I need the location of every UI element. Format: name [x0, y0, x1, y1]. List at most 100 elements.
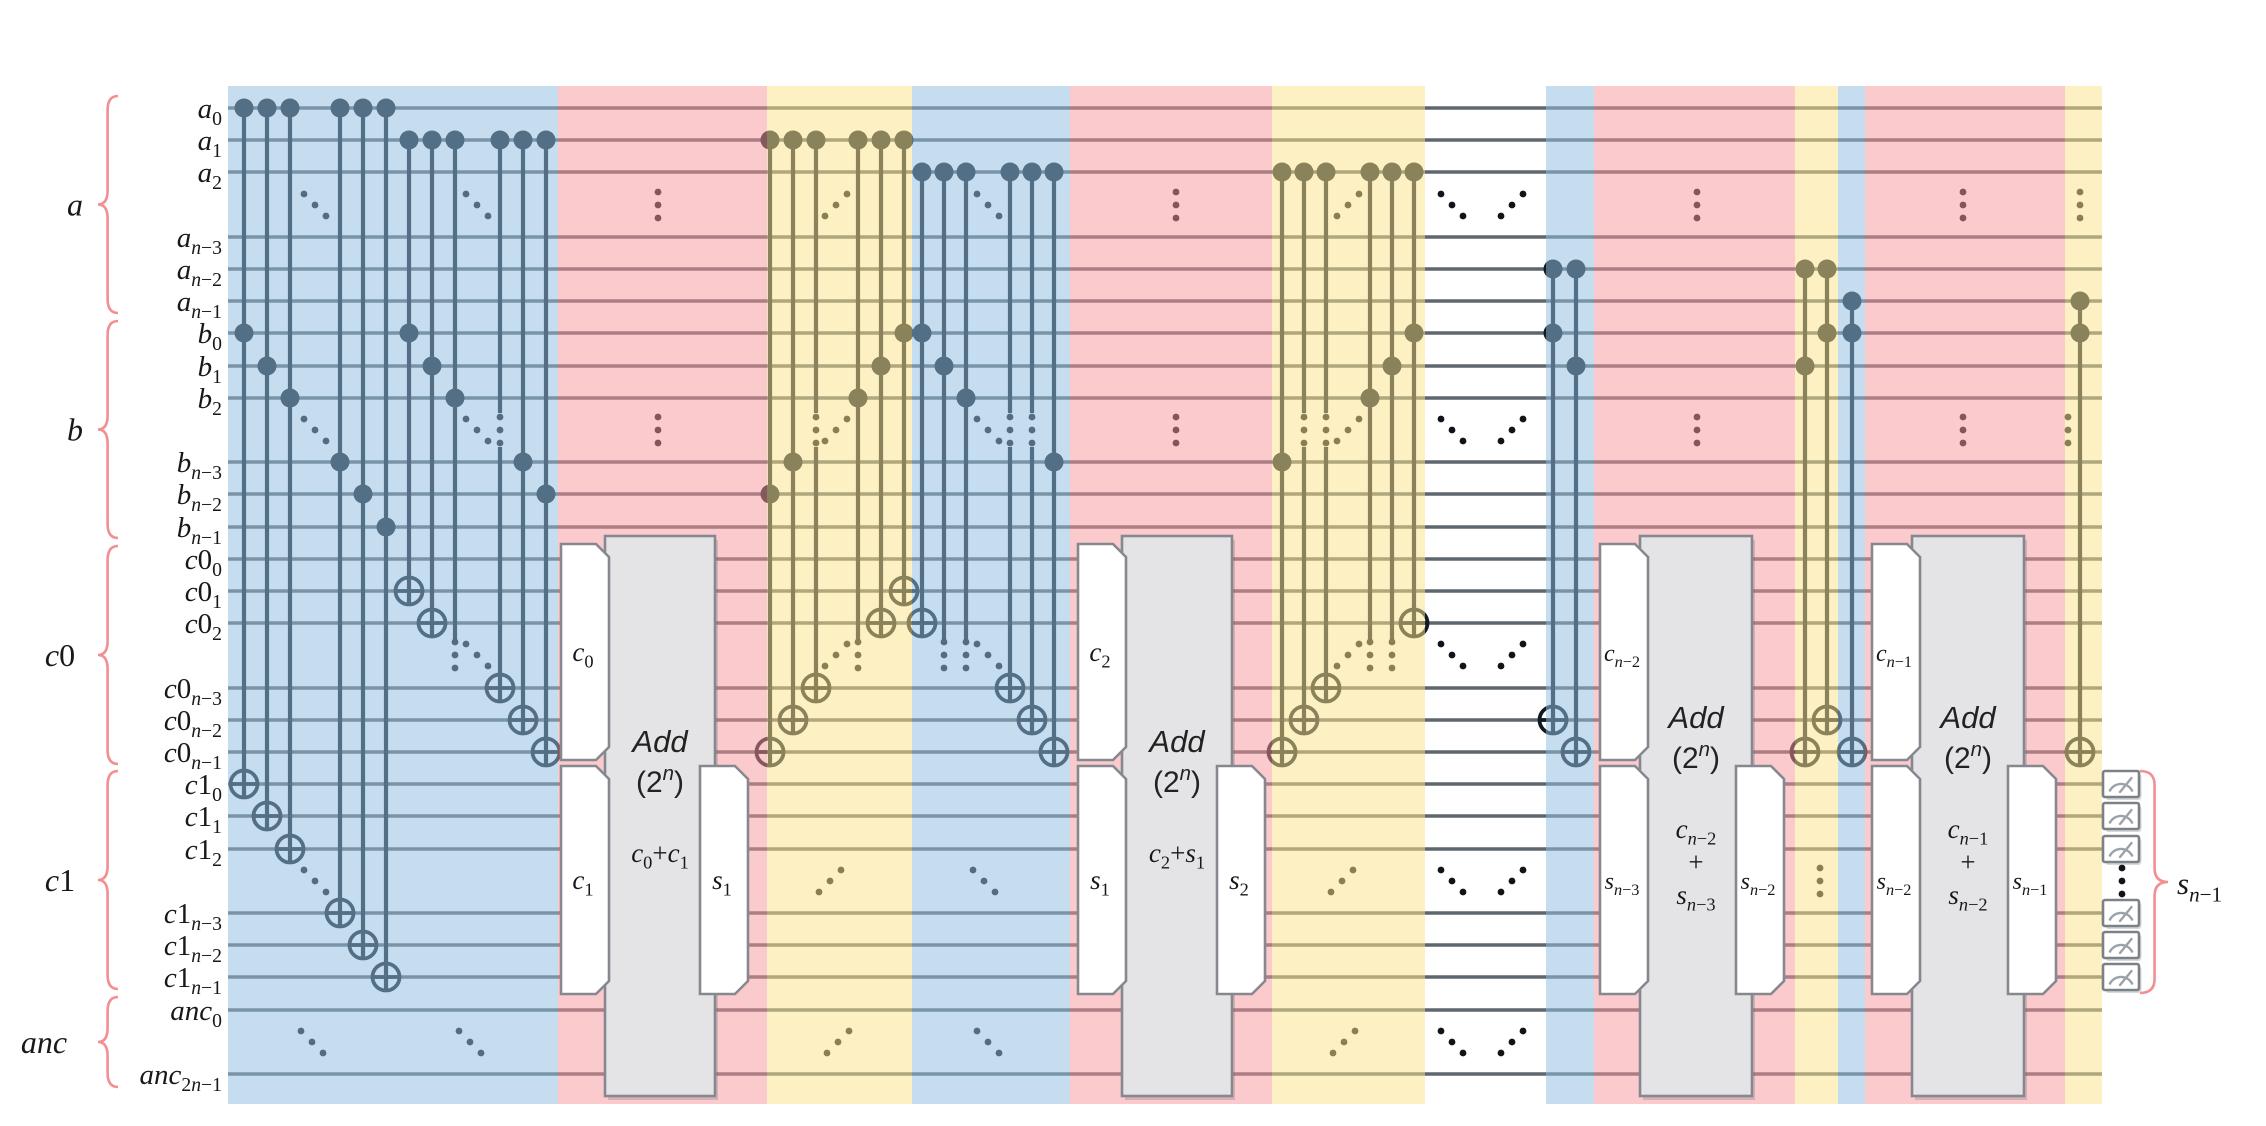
ellipsis-dots: [1448, 1038, 1456, 1046]
gate-arg: (2n): [1944, 739, 1992, 775]
register-label-c1: c1: [45, 862, 75, 898]
gate-sum-label: cn−1: [1948, 814, 1989, 849]
ellipsis-dots: [1459, 212, 1467, 220]
ellipsis-dots: [1437, 415, 1445, 423]
stage-band-blue-4: [912, 86, 1070, 1104]
gate-output-port-label: s2: [1229, 865, 1249, 900]
measure-needle: [2118, 841, 2133, 859]
gate-arg: (2n): [1672, 739, 1720, 775]
wire-label-bn3: bn−3: [177, 447, 222, 484]
gate-title: Add: [1666, 700, 1725, 735]
gate-title: Add: [1938, 700, 1997, 735]
wire-label-a2: a2: [198, 157, 222, 194]
gate-output-port-label: sn−2: [1741, 869, 1776, 899]
wire-label-c11: c11: [185, 801, 222, 838]
gate-input-port-top: [1870, 542, 1922, 762]
ellipsis-dots: [1497, 1049, 1505, 1057]
ellipsis-dots: [1448, 201, 1456, 209]
wire-label-b1: b1: [198, 351, 222, 388]
stage-band-blue-7: [1546, 86, 1594, 1104]
ellipsis-dots: [1459, 662, 1467, 670]
stage-band-yellow-3: [767, 86, 912, 1104]
ellipsis-dots: [1459, 888, 1467, 896]
stage-band-blue-10: [1838, 86, 1865, 1104]
register-label-b: b: [67, 412, 83, 448]
gate-output-port: [698, 764, 750, 996]
wire-label-an1: an−1: [177, 286, 222, 323]
output-label: sn−1: [2177, 866, 2222, 906]
measurement-icon: [2101, 962, 2142, 993]
measure-arc: [2108, 847, 2134, 858]
measure-needle: [2118, 969, 2133, 987]
wire-label-a0: a0: [198, 93, 223, 130]
wire-label-anc0: anc0: [170, 995, 222, 1032]
gate-title: Add: [630, 724, 689, 759]
wire-label-b0: b0: [198, 318, 223, 355]
gate-input-port-bottom: [1076, 764, 1128, 996]
wire-label-c1n3: c1n−3: [164, 898, 222, 935]
ellipsis-dots: [1497, 437, 1505, 445]
wire-label-c00: c00: [185, 544, 222, 581]
ellipsis-dots: [1508, 651, 1516, 659]
wire-label-a1: a1: [198, 125, 222, 162]
gate-input-port-top-label: cn−1: [1876, 641, 1912, 671]
gate-input-port-bottom: [559, 764, 611, 996]
ellipsis-dots: [1459, 1049, 1467, 1057]
gate-sum-label: c2+s1: [1149, 838, 1205, 873]
ellipsis-dots: [1448, 426, 1456, 434]
layer-labels: abc0c1anca0a1a2an−3an−2an−1b0b1b2bn−3bn−…: [21, 93, 2222, 1096]
wire-label-c01: c01: [185, 576, 222, 613]
ellipsis-dots: [1448, 651, 1456, 659]
gate-sum-label: +: [1960, 847, 1975, 877]
ellipsis-dots: [1508, 201, 1516, 209]
ellipsis-dots: [1497, 888, 1505, 896]
gate-input-port-bottom-label: sn−3: [1605, 869, 1640, 899]
wire-label-bn2: bn−2: [177, 479, 222, 516]
ellipsis-dots: [1508, 1038, 1516, 1046]
gate-arg: (2n): [1153, 763, 1201, 799]
measure-needle: [2118, 937, 2133, 955]
wire-label-c1n2: c1n−2: [164, 930, 222, 967]
ellipsis-dots: [1519, 866, 1527, 874]
register-brace-anc: [97, 995, 119, 1089]
gate-input-port-bottom: [1598, 764, 1650, 996]
register-brace-c1: [97, 769, 119, 991]
layer-measurements: [2101, 769, 2142, 993]
measure-needle: [2118, 776, 2133, 794]
measurement-icon: [2101, 930, 2142, 961]
measure-arc: [2108, 782, 2134, 793]
measurement-icon: [2101, 769, 2142, 800]
measure-arc: [2108, 814, 2134, 825]
gate-input-port-top: [1598, 542, 1650, 762]
gate-input-port-bottom-label: c1: [572, 865, 593, 900]
wire-label-anc2n1: anc2n−1: [139, 1059, 222, 1096]
ellipsis-dots: [1508, 426, 1516, 434]
ellipsis-dots: [1437, 640, 1445, 648]
ellipsis-dots: [2118, 864, 2126, 872]
ellipsis-dots: [1519, 190, 1527, 198]
measurement-icon: [2101, 834, 2142, 865]
wire-label-c0n1: c0n−1: [164, 737, 222, 774]
gate-input-port-bottom-label: s1: [1090, 865, 1110, 900]
ellipsis-dots: [1519, 415, 1527, 423]
gate-output-port: [2006, 764, 2058, 996]
gate-output-port-label: sn−1: [2013, 869, 2048, 899]
measure-needle: [2118, 905, 2133, 923]
wire-label-c1n1: c1n−1: [164, 962, 222, 999]
gate-input-port-top-label: c0: [572, 637, 593, 672]
measurement-icon: [2101, 898, 2142, 929]
wire-label-bn1: bn−1: [177, 512, 222, 549]
measure-needle: [2118, 808, 2133, 826]
ellipsis-dots: [1448, 877, 1456, 885]
gate-sum-label: c0+c1: [631, 838, 689, 873]
gate-output-port: [1215, 764, 1267, 996]
stage-band-yellow-12: [2065, 86, 2102, 1104]
wire-label-c12: c12: [185, 834, 222, 871]
gate-input-port-bottom: [1870, 764, 1922, 996]
